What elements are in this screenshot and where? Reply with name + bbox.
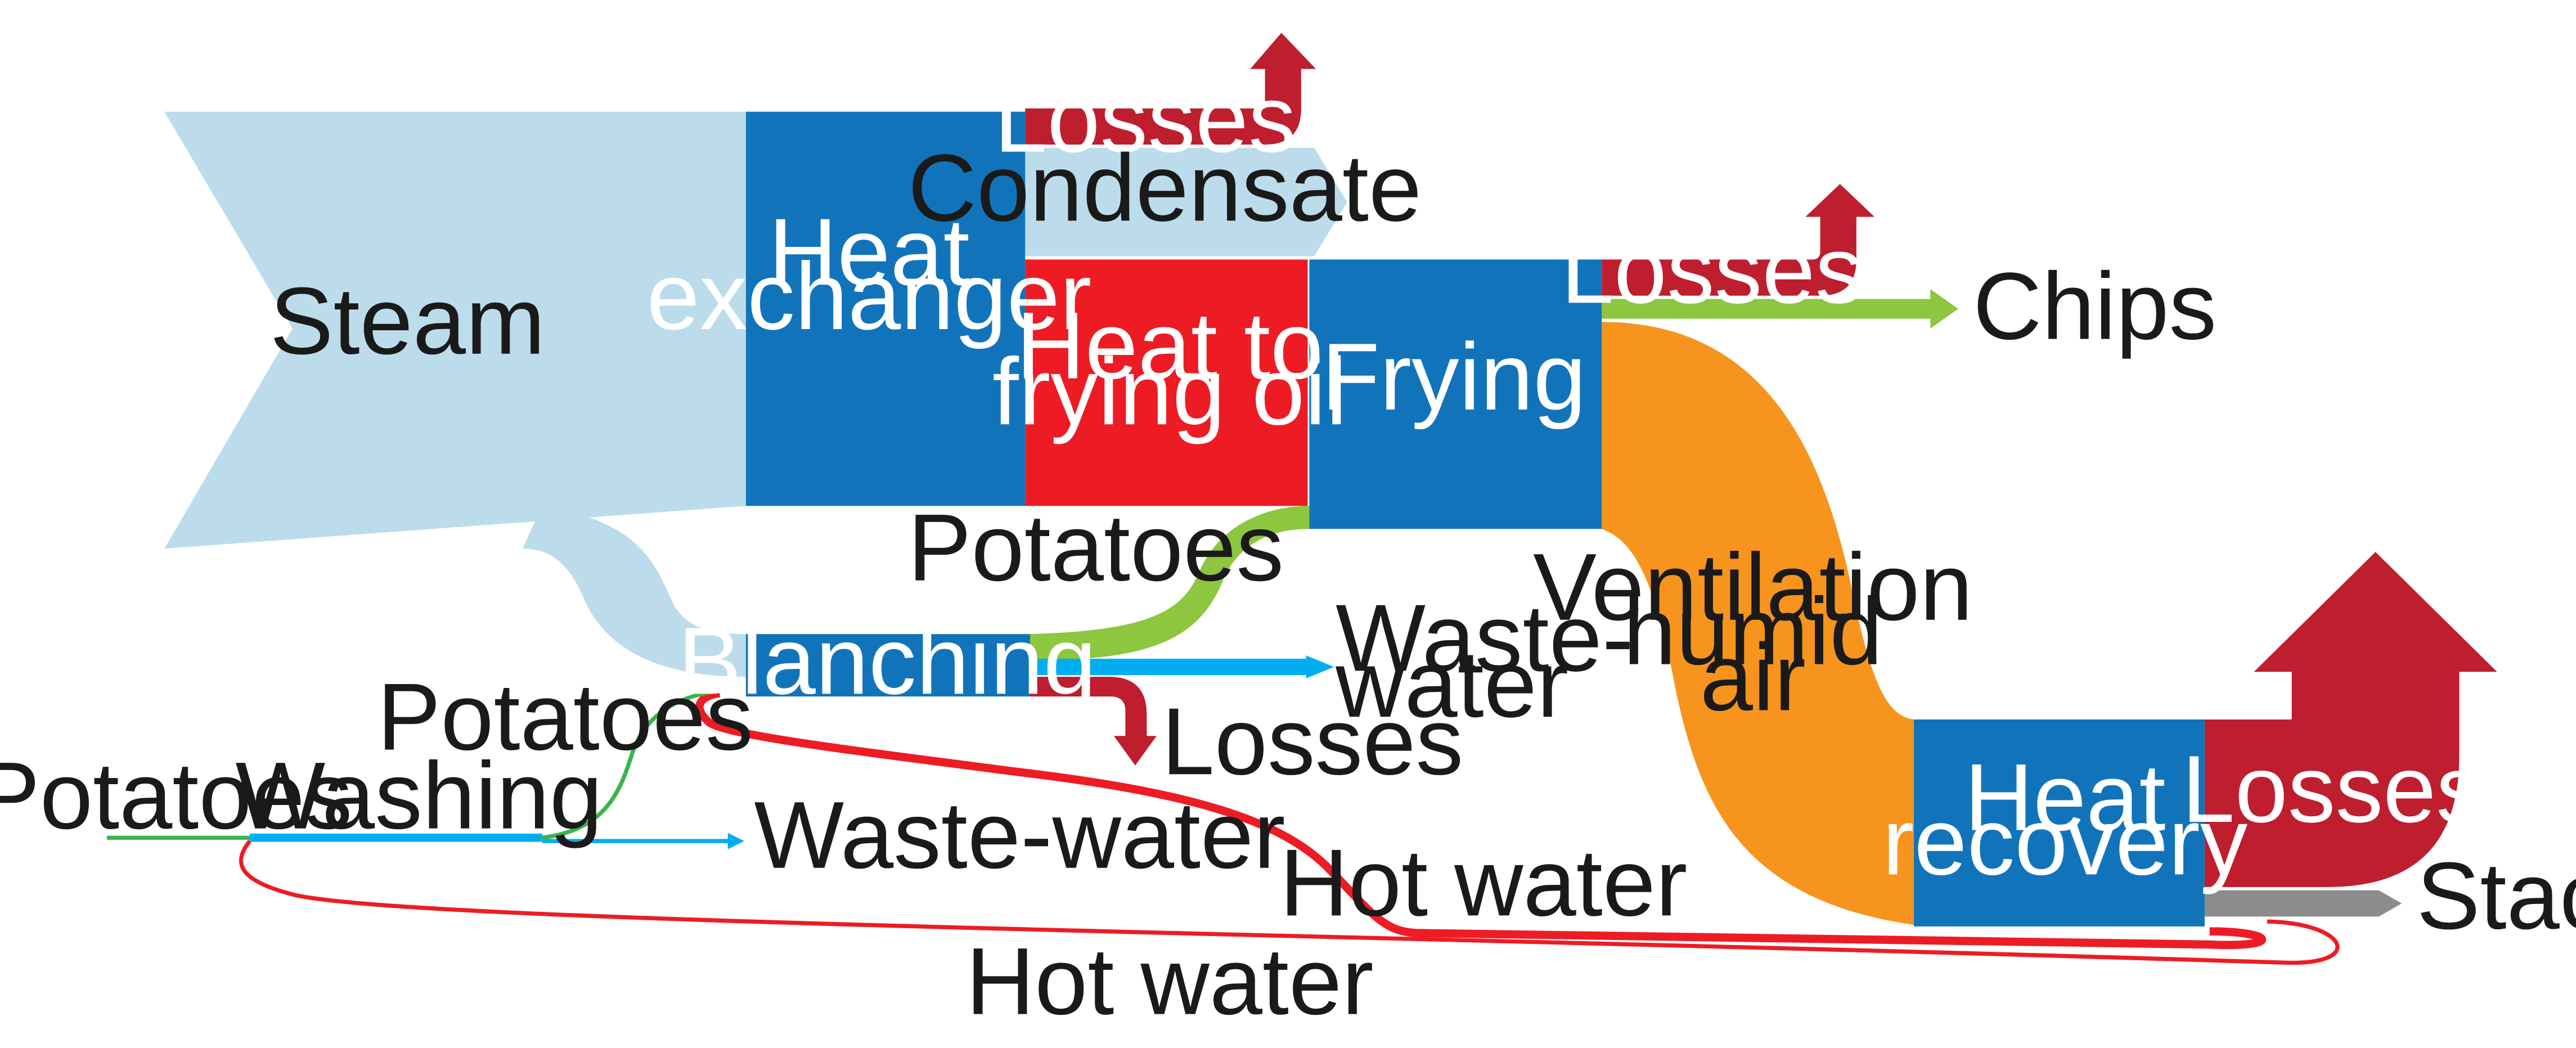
losses-heat-exchanger-flow	[1025, 33, 1316, 145]
blanching-label: Blanching	[678, 608, 1096, 714]
losses-frying-flow	[1602, 184, 1874, 296]
washing-label: Washing	[235, 743, 603, 849]
losses-heat-recovery-flow	[2204, 552, 2497, 887]
heat-exchanger-label-line1: Heat	[768, 199, 970, 305]
waste-water-washing-arrowhead	[727, 833, 744, 849]
blanching-node	[745, 634, 1031, 697]
heat-to-frying-oil-label-line2: frying oil	[992, 338, 1347, 444]
heat-recovery-label-line1: Heat	[1964, 744, 2166, 851]
condensate-flow	[1025, 147, 1347, 257]
frying-node	[1309, 259, 1602, 529]
losses-heat-recovery-label: Losses	[2182, 736, 2484, 842]
waste-water-washing-label: Waste-water	[754, 782, 1285, 888]
waste-water-blanching-label-line1: Waste-	[1336, 584, 1634, 691]
heat-exchanger-node	[745, 111, 1026, 506]
steam-label: Steam	[270, 268, 545, 374]
stack-flow	[2204, 890, 2402, 917]
ventilation-humid-air-label-line2: humid	[1623, 578, 1882, 685]
heat-to-frying-oil-node	[1025, 259, 1308, 506]
heat-recovery-label-line2: recovery	[1882, 788, 2248, 894]
waste-water-blanching-flow	[1030, 655, 1334, 678]
steam-flow	[164, 111, 746, 549]
ventilation-humid-air-flow	[1602, 322, 1914, 925]
heat-to-frying-oil-label-line1: Heat to	[1016, 293, 1323, 399]
ventilation-humid-air-label-line3: air	[1700, 624, 1806, 730]
potatoes-to-frying-flow	[1030, 506, 1310, 660]
frying-label: Frying	[1321, 323, 1586, 430]
heat-exchanger-label-line2: exchanger	[646, 243, 1091, 349]
ventilation-humid-air-label-line1: Ventilation	[1533, 534, 1973, 640]
steam-branch-to-blanching	[522, 506, 746, 677]
chips-flow	[1602, 289, 1958, 329]
losses-heat-exchanger-label: Losses	[994, 66, 1296, 172]
hot-water-lower-label: Hot water	[966, 928, 1374, 1034]
waste-water-blanching-label-line2: water	[1335, 631, 1568, 737]
chips-label: Chips	[1973, 253, 2217, 359]
heat-recovery-node	[1914, 719, 2205, 926]
potatoes-to-blanching-flow	[542, 687, 723, 840]
losses-blanching-flow	[1030, 677, 1157, 766]
potatoes-to-blanching-label: Potatoes	[377, 663, 753, 770]
condensate-label: Condensate	[908, 134, 1422, 241]
losses-blanching-label: Losses	[1162, 688, 1464, 794]
potatoes-input-label: Potatoes	[0, 743, 352, 849]
potatoes-to-frying-label: Potatoes	[908, 494, 1284, 601]
hot-water-upper-label: Hot water	[1280, 829, 1688, 935]
stack-label: Stack	[2417, 843, 2576, 949]
hot-water-lower-flow	[239, 839, 2340, 965]
losses-frying-label: Losses	[1561, 217, 1863, 323]
hot-water-upper-flow	[695, 689, 2267, 950]
